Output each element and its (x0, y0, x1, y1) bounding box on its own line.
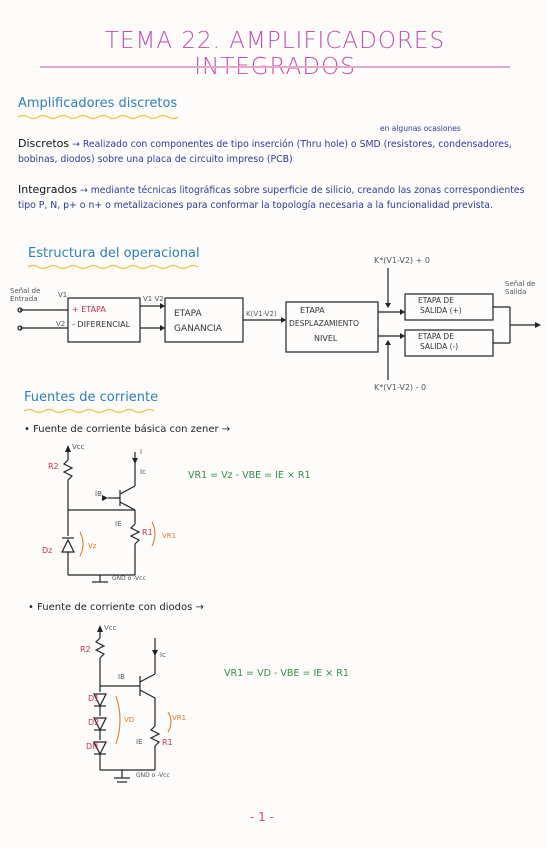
stage4-line1: ETAPA DE (418, 296, 454, 305)
c2-d1: D1 (88, 694, 100, 703)
c2-d2: D2 (88, 718, 100, 727)
heading-underline (28, 264, 198, 270)
v1v2-label: V1 V2 (143, 295, 164, 303)
c2-vr1: VR1 (172, 714, 187, 722)
title-underline (40, 66, 510, 68)
bullet-diodes: • Fuente de corriente con diodos → (28, 602, 204, 613)
text-discretos: → Realizado con componentes de tipo inse… (18, 139, 512, 166)
c1-dz: Dz (42, 546, 53, 555)
stage1-minus: - DIFERENCIAL (72, 320, 131, 329)
text-integrados: → mediante técnicas litográficas sobre s… (18, 185, 525, 212)
heading-underline (24, 408, 155, 414)
c2-equation: VR1 = VD - VBE = IE × R1 (224, 668, 349, 679)
bullet-zener-text: Fuente de corriente básica con zener → (33, 424, 231, 435)
c2-vcc: Vcc (104, 624, 117, 632)
c2-r1: R1 (162, 738, 173, 747)
output-signal-label: Señal de Salida (505, 280, 536, 296)
c1-i: I (140, 448, 143, 456)
paragraph-discretos: Discretos → Realizado con componentes de… (18, 136, 530, 167)
c2-ib: IB (118, 673, 125, 681)
c1-ib: IB (95, 490, 102, 498)
stage4-line2: SALIDA (+) (420, 306, 462, 315)
page-number: - 1 - (250, 810, 274, 824)
c1-vr1: VR1 (162, 532, 177, 540)
c1-equation: VR1 = Vz - VBE = IE × R1 (188, 470, 311, 481)
section-heading-discretos: Amplificadores discretos (18, 96, 178, 111)
bottom-offset-label: K*(V1-V2) - 0 (374, 383, 427, 392)
bullet-zener: • Fuente de corriente básica con zener → (24, 424, 231, 435)
input-signal-label: Señal de Entrada (10, 287, 41, 303)
c2-r2: R2 (80, 645, 91, 654)
c2-dn: DN (86, 742, 99, 751)
c1-vz: Vz (88, 542, 97, 550)
stage3-line2: DESPLAZAMIENTO (289, 319, 359, 328)
paragraph-integrados: Integrados → mediante técnicas litográfi… (18, 182, 530, 213)
opamp-block-diagram (17, 268, 541, 380)
c1-r2: R2 (48, 462, 59, 471)
c1-vcc: Vcc (72, 443, 85, 451)
page-title: TEMA 22. AMPLIFICADORES INTEGRADOS (104, 28, 446, 80)
c2-vd: VD (124, 716, 135, 724)
stage3-line3: NIVEL (314, 334, 338, 343)
c1-ic: Ic (140, 468, 146, 476)
section-heading-fuentes: Fuentes de corriente (24, 390, 159, 405)
zener-current-source-circuit (61, 445, 156, 583)
stage5-line2: SALIDA (-) (420, 342, 459, 351)
heading-underline (18, 114, 178, 120)
top-offset-label: K*(V1-V2) + 0 (374, 256, 430, 265)
bullet-diodes-text: Fuente de corriente con diodos → (37, 602, 204, 613)
stage2-line1: ETAPA (174, 309, 202, 319)
c1-ie: IE (115, 520, 122, 528)
stage2-line2: GANANCIA (174, 324, 222, 334)
diode-current-source-circuit (93, 625, 172, 783)
c1-gnd: GND o -Vcc (112, 575, 146, 582)
stage3-line1: ETAPA (300, 306, 325, 315)
stage5-line1: ETAPA DE (418, 332, 454, 341)
k-gain-label: K(V1-V2) (246, 310, 277, 318)
stage1-plus: + ETAPA (72, 305, 106, 314)
c2-gnd: GND o -Vcc (136, 772, 170, 779)
term-integrados: Integrados (18, 183, 77, 196)
annotation-note: en algunas ocasiones (380, 124, 461, 133)
section-heading-estructura: Estructura del operacional (28, 246, 200, 261)
v2-label: V2 (56, 320, 66, 328)
c2-ic: Ic (160, 651, 166, 659)
term-discretos: Discretos (18, 137, 70, 150)
c2-ie: IE (136, 738, 143, 746)
c1-r1: R1 (142, 528, 153, 537)
v1-label: V1 (58, 291, 68, 299)
